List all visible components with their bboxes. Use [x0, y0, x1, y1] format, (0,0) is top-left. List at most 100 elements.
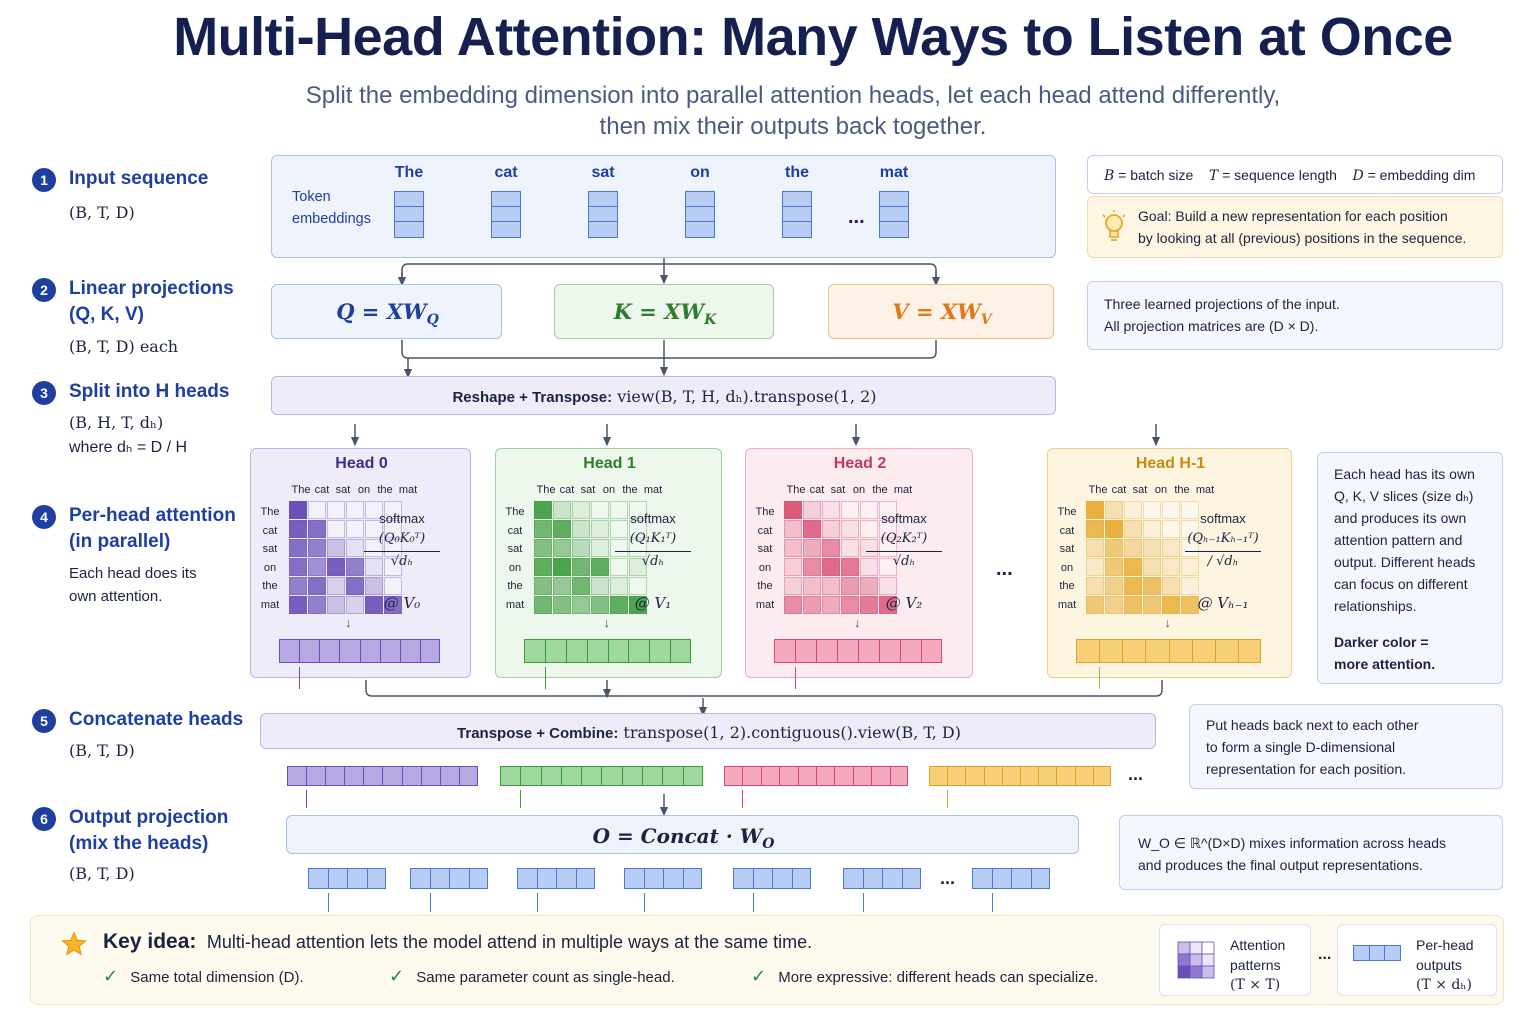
down-arrow-icon: ↓	[854, 615, 861, 630]
token-word: sat	[591, 164, 615, 181]
note-line: All projection matrices are (D × D).	[1104, 318, 1319, 334]
attention-cell	[784, 520, 802, 538]
key-idea-text: Multi-head attention lets the model atte…	[206, 932, 813, 952]
step-number: 4	[32, 505, 56, 529]
attention-cell	[860, 520, 878, 538]
attention-cell	[384, 520, 402, 538]
attention-heatmap	[534, 501, 648, 615]
note-line: and produces the final output representa…	[1138, 857, 1423, 873]
goal-note: Goal: Build a new representation for eac…	[1087, 196, 1503, 258]
step-number: 6	[32, 807, 56, 831]
key-idea-check-1: ✓ Same total dimension (D).	[103, 966, 304, 987]
attention-cell	[327, 596, 345, 614]
check-text: More expressive: different heads can spe…	[778, 969, 1099, 986]
key-idea-label: Key idea:	[103, 930, 197, 953]
attention-cell	[553, 577, 571, 595]
row-token-label: the	[1059, 580, 1075, 592]
attention-cell	[610, 596, 628, 614]
fraction-bar	[866, 551, 942, 552]
column-token-label: The	[1088, 484, 1108, 496]
attention-cell	[1086, 539, 1104, 557]
attention-cell	[572, 539, 590, 557]
row-token-label: mat	[1057, 598, 1077, 611]
attention-cell	[327, 539, 345, 557]
v-formula-sub: V	[980, 312, 992, 329]
attention-cell	[879, 520, 897, 538]
attention-cell	[610, 577, 628, 595]
step-title: Per-head attention	[69, 505, 236, 526]
attention-cell	[879, 596, 897, 614]
attention-cell	[1162, 596, 1180, 614]
attention-cell	[629, 558, 647, 576]
attention-cell	[1086, 577, 1104, 595]
attention-cell	[1143, 558, 1161, 576]
note-line: attention pattern and	[1334, 532, 1463, 548]
row-token-label: the	[262, 580, 278, 592]
attention-cell	[384, 558, 402, 576]
embedding-vector	[782, 191, 812, 238]
formula-denominator: √dₕ	[641, 554, 665, 569]
attention-cell	[1143, 501, 1161, 519]
output-vector	[517, 868, 595, 912]
step-title: Output projection	[69, 807, 229, 828]
page-title: Multi-Head Attention: Many Ways to Liste…	[173, 7, 1453, 67]
attention-cell	[534, 520, 552, 538]
v-formula-text: V = XW	[892, 299, 981, 324]
attention-cell	[553, 501, 571, 519]
attention-cell	[841, 596, 859, 614]
attention-cell	[572, 501, 590, 519]
attention-cell	[860, 539, 878, 557]
row-token-label: on	[1060, 561, 1074, 574]
subtitle-line-1: Split the embedding dimension into paral…	[305, 82, 1281, 109]
step-title: Split into H heads	[69, 381, 230, 402]
legend-attention-text: Attention patterns (T × T)	[1230, 935, 1285, 995]
attention-cell	[327, 577, 345, 595]
column-token-label: sat	[1132, 484, 1148, 496]
attention-cell	[289, 539, 307, 557]
attention-heatmap	[1086, 501, 1200, 615]
note-line-bold: Darker color =	[1334, 634, 1429, 650]
output-formula-sub: O	[762, 836, 775, 852]
embedding-vector	[491, 191, 521, 238]
page-subtitle: Split the embedding dimension into paral…	[0, 80, 1536, 142]
goal-text-line: by looking at all (previous) positions i…	[1138, 230, 1467, 246]
down-arrow-icon: ↓	[1164, 615, 1172, 630]
attention-cell	[365, 501, 383, 519]
note-line: W_O ∈ ℝ^(D×D) mixes information across h…	[1138, 835, 1446, 851]
attention-cell	[289, 558, 307, 576]
row-token-label: The	[755, 506, 775, 518]
check-icon: ✓	[751, 966, 767, 986]
output-vector	[410, 868, 488, 912]
down-arrow-icon: ↓	[345, 615, 352, 630]
heads-note: Each head has its own Q, K, V slices (si…	[1317, 452, 1503, 684]
head-title: Head H-1	[1135, 455, 1206, 472]
formula-denominator: √dₕ	[390, 554, 414, 569]
attention-cell	[591, 577, 609, 595]
embedding-vector	[685, 191, 715, 238]
concat-note: Put heads back next to each other to for…	[1189, 704, 1503, 789]
goal-text-line: Build a new representation for each posi…	[1171, 208, 1448, 224]
legend-line: (T × T)	[1230, 977, 1281, 993]
attention-cell	[822, 539, 840, 557]
column-token-label: cat	[809, 484, 825, 496]
row-token-label: the	[757, 580, 773, 592]
attention-cell	[879, 501, 897, 519]
note-line: and produces its own	[1334, 510, 1467, 526]
formula-numerator: (Q₀K₀ᵀ)	[378, 531, 426, 546]
attention-cell	[346, 577, 364, 595]
step-title: Linear projections	[69, 278, 234, 299]
attention-cell	[365, 520, 383, 538]
row-token-label: cat	[262, 524, 278, 537]
softmax-label: softmax	[1200, 511, 1246, 526]
attention-cell	[1105, 520, 1123, 538]
attention-cell	[784, 558, 802, 576]
softmax-label: softmax	[630, 511, 676, 526]
attention-cell	[289, 501, 307, 519]
attention-cell	[822, 501, 840, 519]
attention-cell	[803, 539, 821, 557]
column-token-label: mat	[398, 484, 418, 496]
attention-cell	[572, 558, 590, 576]
attention-cell	[1162, 558, 1180, 576]
row-token-label: The	[505, 506, 525, 518]
output-vector	[308, 868, 386, 912]
